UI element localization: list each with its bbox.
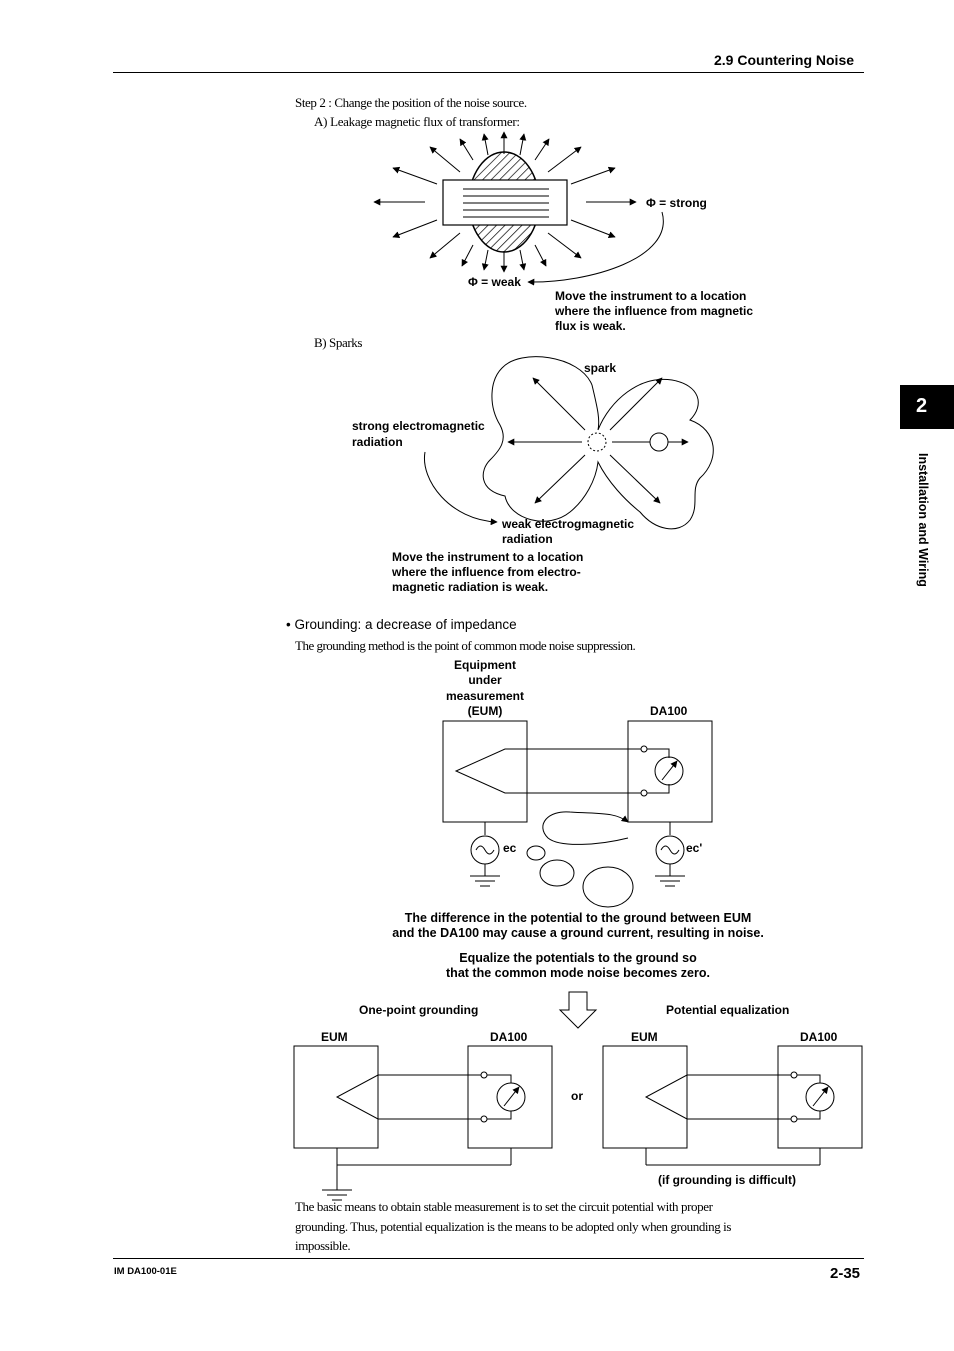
eum-box xyxy=(442,720,528,823)
chapter-number: 2 xyxy=(916,395,928,417)
grounding-bullet: • Grounding: a decrease of impedance xyxy=(286,617,517,632)
caption2-line2: that the common mode noise becomes zero. xyxy=(446,966,710,980)
terminal-plus xyxy=(640,745,648,753)
potential-equalization-label: Potential equalization xyxy=(666,1003,789,1017)
da100-label-right: DA100 xyxy=(800,1030,838,1044)
equalize-caption: Equalize the potentials to the ground so… xyxy=(420,951,736,981)
strong-em-line2: radiation xyxy=(352,435,403,449)
one-point-grounding-label: One-point grounding xyxy=(359,1003,478,1017)
terminal-minus xyxy=(640,789,648,797)
eum-label-line3: measurement xyxy=(446,689,524,703)
ec-label: ec xyxy=(503,841,517,855)
instrument-position-marker xyxy=(649,432,669,452)
caption1-line2: and the DA100 may cause a ground current… xyxy=(392,926,764,940)
flux-note-line1: Move the instrument to a location xyxy=(555,289,746,303)
noise-bubble-large xyxy=(582,866,634,908)
spark-note-line3: magnetic radiation is weak. xyxy=(392,580,548,594)
eum-label-line4: (EUM) xyxy=(468,704,503,718)
or-label: or xyxy=(571,1089,583,1103)
step2-a-title: A) Leakage magnetic flux of transformer: xyxy=(314,114,520,129)
step2-b-title: B) Sparks xyxy=(314,335,363,350)
closing-line2: grounding. Thus, potential equalization … xyxy=(295,1218,732,1234)
eum-label-left: EUM xyxy=(321,1030,348,1044)
chapter-tab: 2 xyxy=(900,385,954,429)
footer-rule xyxy=(113,1258,864,1259)
flux-note-line3: flux is weak. xyxy=(555,319,626,333)
meter-icon-left xyxy=(496,1082,526,1112)
meter-icon xyxy=(654,756,684,786)
if-grounding-difficult-label: (if grounding is difficult) xyxy=(658,1173,796,1187)
flux-arrows xyxy=(373,131,664,286)
spark-diagram: spark strong electromagnetic radiation w… xyxy=(352,356,714,594)
closing-line1: The basic means to obtain stable measure… xyxy=(295,1199,713,1214)
header-rule xyxy=(113,72,864,73)
transformer-diagram: Φ = strong Φ = weak Move the instrument … xyxy=(373,131,753,333)
grounding-intro: The grounding method is the point of com… xyxy=(295,638,636,653)
caption1-line1: The difference in the potential to the g… xyxy=(404,911,752,925)
potential-equalization-diagram: EUM DA100 (if grounding is difficult) xyxy=(602,1030,863,1187)
phi-weak-label: Φ = weak xyxy=(468,275,521,289)
spark-label: spark xyxy=(584,361,616,375)
one-point-grounding-diagram: EUM DA100 xyxy=(293,1030,553,1201)
closing-paragraph: The basic means to obtain stable measure… xyxy=(295,1197,731,1256)
flux-note-line2: where the influence from magnetic xyxy=(554,304,753,318)
eum-label-line2: under xyxy=(468,673,502,687)
spark-note-line2: where the influence from electro- xyxy=(391,565,581,579)
strong-em-line1: strong electromagnetic xyxy=(352,419,485,433)
da100-label-left: DA100 xyxy=(490,1030,528,1044)
eum-label-right: EUM xyxy=(631,1030,658,1044)
spark-source-icon xyxy=(587,432,607,452)
eum-label-line1: Equipment xyxy=(454,658,516,672)
weak-em-line1: weak electrogmagnetic xyxy=(501,517,634,531)
ground-loop-diagram: Equipment under measurement (EUM) DA100 xyxy=(442,658,713,908)
section-header: 2.9 Countering Noise xyxy=(714,52,855,68)
da100-label-top: DA100 xyxy=(650,704,688,718)
phi-strong-label: Φ = strong xyxy=(646,196,707,210)
ground-current-caption: The difference in the potential to the g… xyxy=(370,911,786,941)
down-arrow-icon xyxy=(558,991,598,1029)
da100-box xyxy=(627,720,713,823)
page-number: 2-35 xyxy=(830,1265,861,1282)
step2-title: Step 2 : Change the position of the nois… xyxy=(295,95,527,110)
radiation-blob xyxy=(482,356,714,530)
weak-em-line2: radiation xyxy=(502,532,553,546)
doc-id: IM DA100-01E xyxy=(114,1266,177,1277)
ec-prime-label: ec' xyxy=(686,841,702,855)
radiation-arrows xyxy=(423,377,689,526)
thermocouple-wires xyxy=(454,748,644,794)
spark-note-line1: Move the instrument to a location xyxy=(392,550,583,564)
closing-line3: impossible. xyxy=(295,1238,351,1253)
noise-bubble-small xyxy=(526,845,546,861)
noise-bubble-medium xyxy=(539,859,575,887)
meter-icon-right xyxy=(805,1082,835,1112)
caption2-line1: Equalize the potentials to the ground so xyxy=(459,951,697,965)
